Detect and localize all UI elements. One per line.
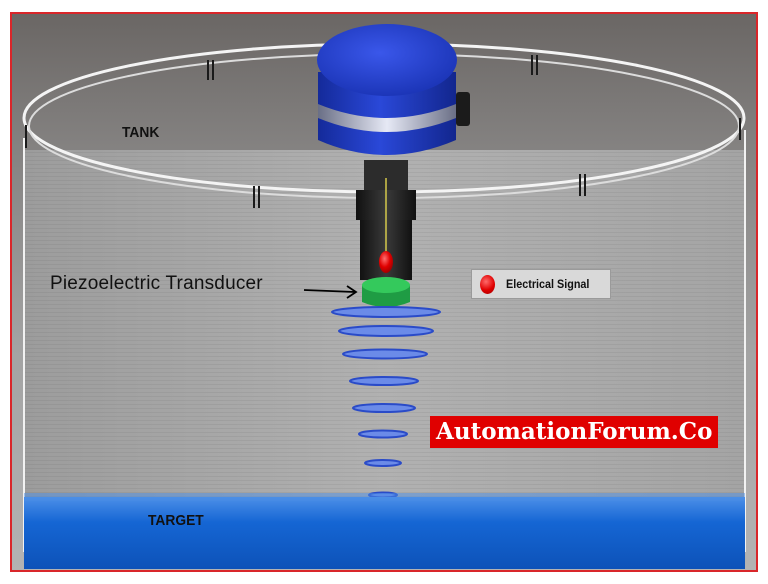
ultrasonic-sensor-housing	[317, 24, 470, 155]
target-liquid	[24, 497, 745, 569]
wave-ring	[342, 348, 428, 360]
arrow-right-icon	[303, 285, 358, 299]
tank-label: TANK	[122, 124, 160, 141]
wave-ring	[358, 429, 408, 439]
piezoelectric-transducer	[362, 277, 410, 307]
target-label: TARGET	[148, 512, 204, 529]
legend-signal-label: Electrical Signal	[506, 277, 590, 291]
legend-box: Electrical Signal	[471, 269, 611, 299]
rim-clamps	[25, 55, 741, 208]
watermark: AutomationForum.Co	[430, 416, 719, 448]
wave-ring	[364, 459, 402, 467]
signal-dot-icon	[379, 251, 393, 273]
red-oval-signal-icon	[480, 275, 495, 294]
wave-ring	[352, 403, 416, 413]
wave-ring	[331, 306, 441, 318]
transducer-label: Piezoelectric Transducer	[50, 273, 263, 294]
wave-ring	[349, 376, 419, 386]
wave-ring	[338, 325, 434, 337]
